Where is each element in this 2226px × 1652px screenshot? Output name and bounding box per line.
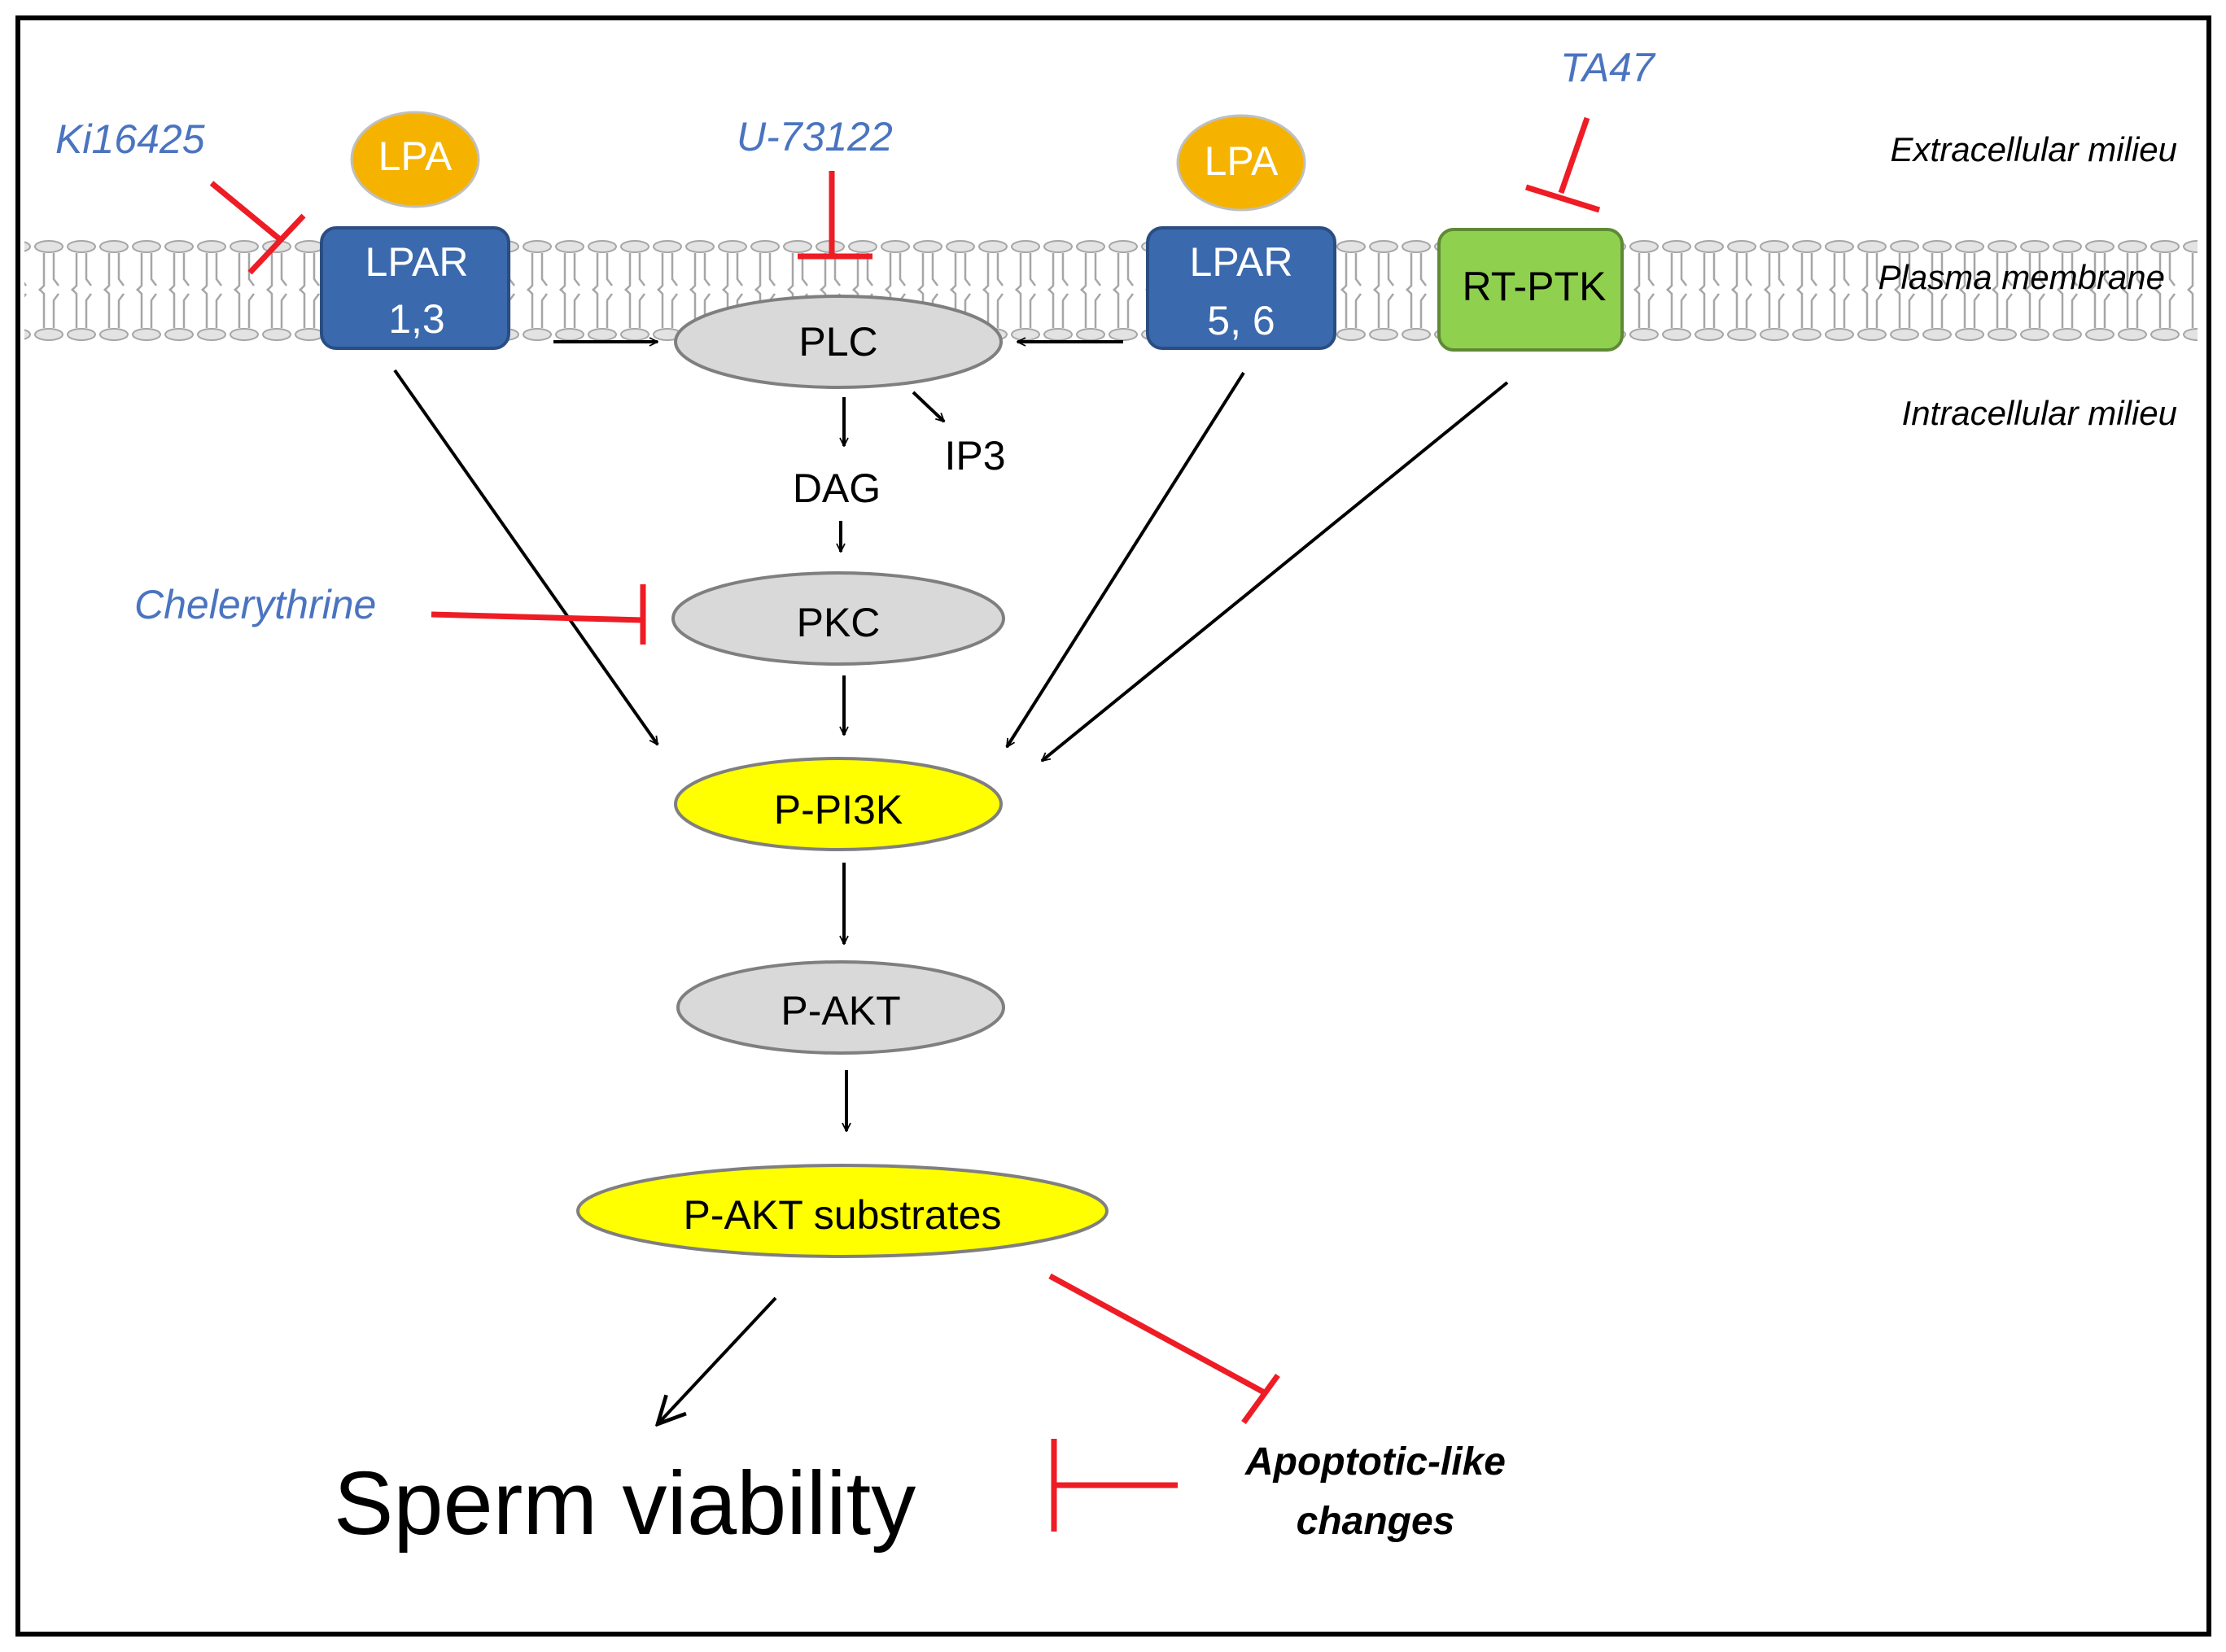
lpar-5-6-label-line1: LPAR — [1190, 239, 1293, 285]
arrow-lpar13-to-pi3k — [393, 369, 659, 745]
lpar-1-3-label-line2: 1,3 — [388, 296, 445, 342]
p-akt-node — [676, 960, 1005, 1055]
ta47-label: TA47 — [1560, 45, 1656, 90]
p-akt-label: P-AKT — [781, 988, 900, 1034]
lpa-ligand-right — [1176, 114, 1306, 212]
lpar-5-6-label-line2: 5, 6 — [1207, 298, 1275, 343]
arrow-substrates-to-viability — [658, 1296, 777, 1424]
ki16425-inhibition — [209, 181, 306, 275]
activation-arrows — [393, 342, 1509, 1424]
rt-ptk-receptor — [1437, 228, 1624, 352]
plc-label: PLC — [798, 319, 877, 365]
plc-node — [674, 295, 1003, 389]
ki16425-label: Ki16425 — [55, 116, 205, 162]
p-pi3k-node — [674, 757, 1003, 851]
apoptotic-like-label-line2: changes — [1297, 1500, 1455, 1543]
pkc-node — [671, 571, 1005, 666]
chelerythrine-label: Chelerythrine — [134, 582, 376, 627]
ta47-inhibition — [1524, 116, 1601, 213]
sperm-viability-label: Sperm viability — [334, 1453, 916, 1554]
apoptotic-like-label-line1: Apoptotic-like — [1244, 1440, 1506, 1484]
pkc-label: PKC — [797, 600, 881, 645]
dag-label: DAG — [793, 465, 881, 511]
chelerythrine-inhibition — [431, 584, 646, 645]
p-akt-substrates-label: P-AKT substrates — [684, 1192, 1002, 1238]
lpa-left-label: LPA — [378, 133, 453, 179]
lpar-1-3-receptor — [320, 226, 510, 350]
ip3-label: IP3 — [944, 433, 1005, 479]
arrow-lpar56-to-pi3k — [1005, 371, 1245, 747]
p-pi3k-label: P-PI3K — [774, 787, 903, 833]
lpar-5-6-receptor — [1146, 226, 1336, 350]
lpar-1-3-label-line1: LPAR — [365, 239, 469, 285]
lpa-ligand-left — [350, 111, 480, 208]
plasma-membrane-label: Plasma membrane — [1878, 258, 2165, 296]
substrates-apoptosis-inhibition — [1048, 1273, 1280, 1425]
extracellular-label: Extracellular milieu — [1891, 130, 2177, 168]
p-akt-substrates-node — [576, 1164, 1109, 1258]
apoptosis-viability-inhibition — [1051, 1439, 1178, 1532]
intracellular-label: Intracellular milieu — [1902, 394, 2177, 432]
lpa-right-label: LPA — [1205, 138, 1279, 184]
rt-ptk-label: RT-PTK — [1463, 264, 1607, 309]
arrow-rtptk-to-pi3k — [1042, 381, 1509, 763]
u73122-inhibition — [798, 171, 872, 260]
inhibition-symbols — [209, 116, 1601, 1532]
u73122-label: U-73122 — [737, 114, 893, 160]
arrow-plc-to-ip3 — [912, 391, 944, 423]
